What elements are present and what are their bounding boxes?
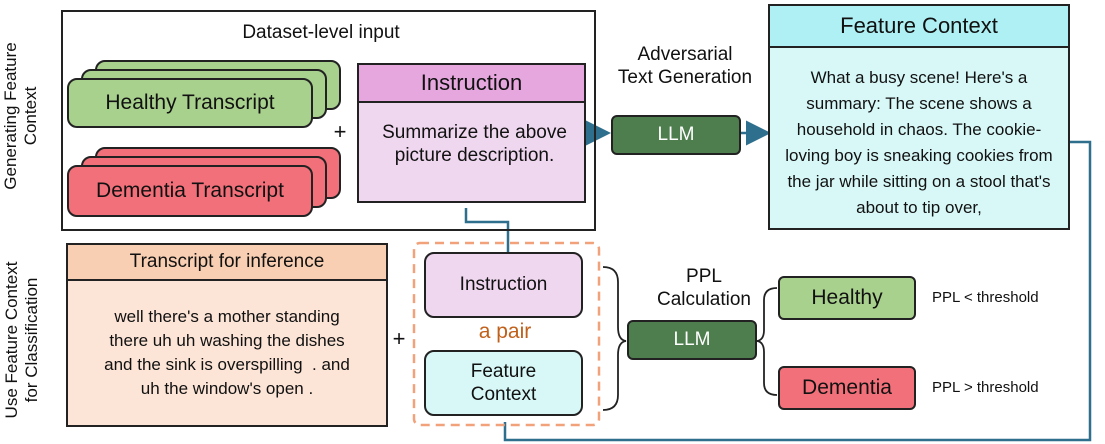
plus-sign-bottom: +: [392, 325, 406, 351]
inference-transcript-box: Transcript for inference well there's a …: [66, 243, 388, 427]
dataset-level-label: Dataset-level input: [242, 21, 400, 43]
ppl-label-line1: PPL: [686, 266, 722, 287]
adversarial-label: Adversarial Text Generation: [600, 40, 770, 92]
dementia-condition: PPL > threshold: [932, 379, 1039, 396]
instruction-header-label: Instruction: [420, 70, 523, 95]
pair-feature-context-box: Feature Context: [424, 350, 583, 416]
llm-ppl-box: LLM: [627, 320, 757, 360]
healthy-output-box: Healthy: [778, 276, 916, 320]
healthy-condition: PPL < threshold: [932, 289, 1039, 306]
inference-body: well there's a mother standing there uh …: [104, 307, 355, 398]
llm-generation-box: LLM: [611, 115, 741, 155]
output-bracket: [756, 287, 778, 396]
dementia-output-box: Dementia: [778, 366, 916, 410]
dementia-output-label: Dementia: [802, 376, 892, 399]
healthy-transcript-label: Healthy Transcript: [105, 91, 275, 114]
pair-instruction-label: Instruction: [459, 274, 548, 295]
feature-context-header: Feature Context: [770, 6, 1068, 48]
pair-feature-context-label: Feature Context: [470, 361, 537, 405]
dementia-transcript-card: Dementia Transcript: [67, 165, 313, 217]
feature-to-pair-line: [503, 140, 1092, 442]
instruction-header: Instruction: [359, 65, 584, 103]
feature-context-title: Feature Context: [840, 13, 998, 38]
instruction-box: Instruction Summarize the above picture …: [357, 63, 586, 203]
feature-context-box: Feature Context What a busy scene! Here'…: [768, 4, 1070, 230]
adversarial-label-line2: Text Generation: [617, 67, 753, 88]
adversarial-label-line1: Adversarial: [637, 44, 733, 65]
healthy-output-label: Healthy: [811, 286, 883, 309]
feature-context-body: What a busy scene! Here's a summary: The…: [785, 68, 1053, 217]
instruction-body: Summarize the above picture description.: [382, 122, 567, 166]
pair-instruction-box: Instruction: [424, 252, 583, 318]
ppl-label: PPL Calculation: [646, 262, 762, 314]
ppl-label-line2: Calculation: [657, 289, 751, 310]
healthy-transcript-card: Healthy Transcript: [67, 78, 313, 128]
inference-header-label: Transcript for inference: [129, 251, 325, 272]
inference-header: Transcript for inference: [68, 245, 386, 281]
pair-bracket: [602, 266, 627, 411]
llm-generation-label: LLM: [657, 124, 695, 145]
plus-sign-top: +: [333, 118, 347, 144]
dementia-transcript-label: Dementia Transcript: [96, 179, 284, 202]
llm-ppl-label: LLM: [673, 329, 711, 350]
pair-label: a pair: [478, 320, 532, 343]
top-panel-frame: [61, 10, 596, 231]
instruction-to-pair-line: [464, 208, 510, 258]
